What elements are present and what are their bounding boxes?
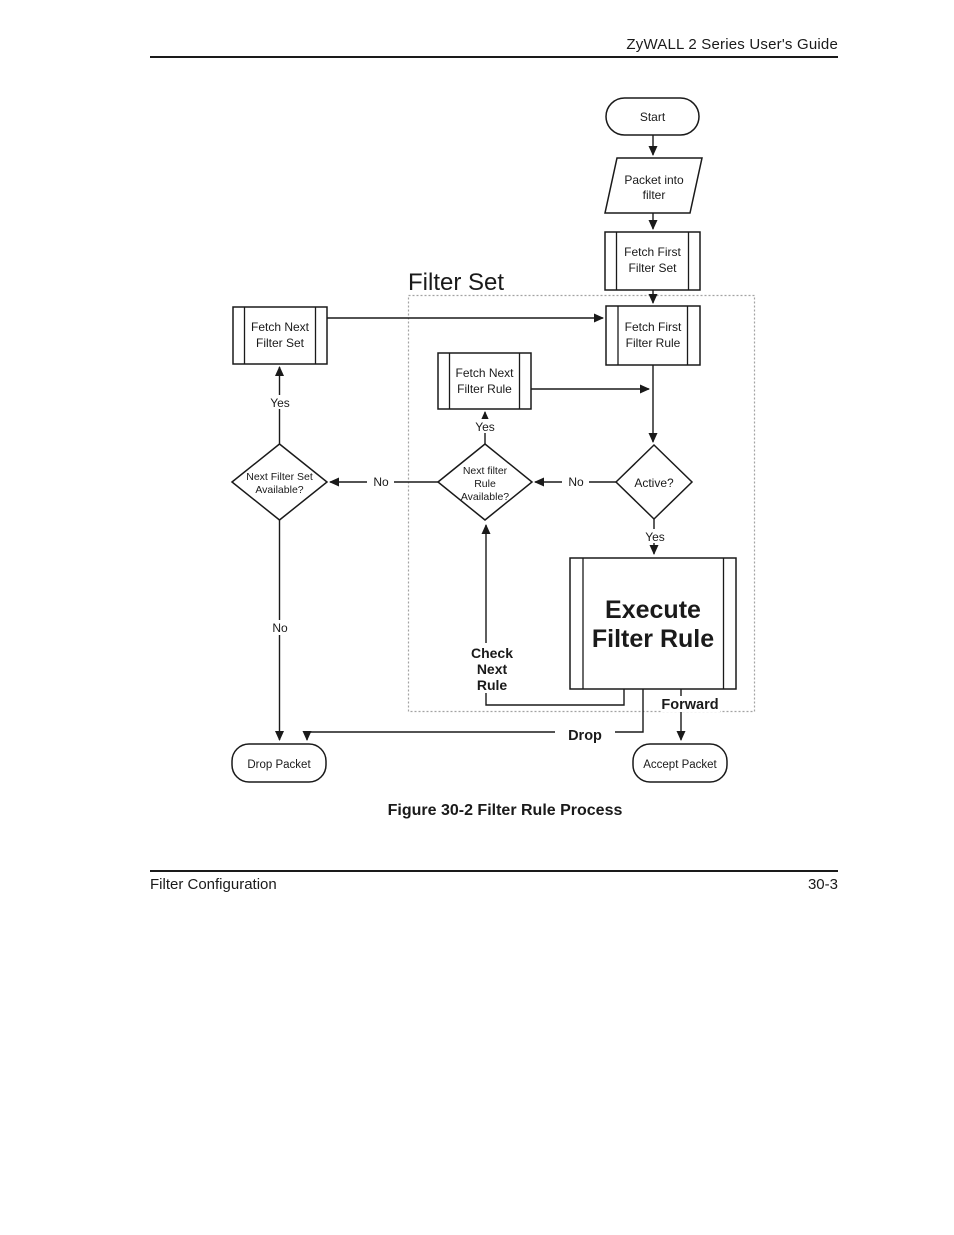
svg-text:Rule: Rule — [477, 677, 508, 693]
node-accept-packet: Accept Packet — [632, 743, 728, 783]
edge-label-no-set: No — [266, 620, 293, 635]
svg-text:No: No — [568, 475, 584, 489]
edge-drop — [302, 689, 644, 741]
node-active-label: Active? — [634, 476, 674, 490]
edge-label-forward: Forward — [661, 696, 720, 713]
svg-text:Check: Check — [471, 645, 513, 661]
node-next-filter-rule-available-line2: Rule — [474, 478, 496, 490]
node-packet-into-filter-line2: filter — [643, 188, 666, 202]
header-rule — [150, 56, 838, 58]
svg-text:Next: Next — [477, 661, 508, 677]
filter-set-region-label: Filter Set — [408, 269, 504, 296]
edge-label-no-rule: No — [367, 474, 394, 489]
node-start-label: Start — [640, 110, 666, 124]
node-next-filter-rule-available: Next filter Rule Available? — [436, 443, 534, 521]
node-drop-packet: Drop Packet — [231, 743, 327, 783]
node-accept-packet-label: Accept Packet — [643, 759, 717, 771]
edge-label-drop: Drop — [555, 726, 615, 744]
node-fetch-first-filter-rule: Fetch First Filter Rule — [605, 305, 701, 366]
node-active: Active? — [614, 443, 694, 521]
figure-caption: Figure 30-2 Filter Rule Process — [387, 802, 623, 819]
footer-section-title: Filter Configuration — [150, 876, 277, 893]
node-packet-into-filter-line1: Packet into — [624, 173, 684, 187]
node-fetch-next-filter-set-line2: Filter Set — [256, 336, 305, 350]
filter-set-region-border — [407, 294, 756, 713]
svg-text:Yes: Yes — [475, 420, 495, 434]
edge-check-next-rule-loop — [481, 524, 625, 706]
svg-text:Yes: Yes — [270, 396, 290, 410]
node-fetch-first-filter-set-line2: Filter Set — [628, 261, 677, 275]
svg-text:Yes: Yes — [645, 530, 665, 544]
svg-text:No: No — [373, 475, 389, 489]
node-fetch-next-filter-set: Fetch Next Filter Set — [232, 306, 328, 365]
node-fetch-first-filter-set-line1: Fetch First — [624, 245, 681, 259]
footer-page-number: 30-3 — [807, 876, 838, 893]
node-next-filter-set-available-line1: Next Filter Set — [246, 471, 313, 483]
node-next-filter-set-available-line2: Available? — [255, 484, 303, 496]
filter-rule-process-flowchart: Filter Set Start Packet into filter Fetc… — [230, 97, 756, 783]
edge-label-yes-set: Yes — [265, 395, 294, 410]
node-next-filter-set-available: Next Filter Set Available? — [230, 443, 329, 521]
header-title: ZyWALL 2 Series User's Guide — [626, 36, 838, 53]
node-execute-filter-rule-line1: Execute — [605, 596, 701, 624]
node-execute-filter-rule-line2: Filter Rule — [592, 625, 714, 653]
node-fetch-next-filter-rule: Fetch Next Filter Rule — [437, 352, 532, 410]
svg-text:Drop: Drop — [568, 728, 602, 744]
svg-text:No: No — [272, 621, 288, 635]
footer-rule — [150, 870, 838, 872]
node-execute-filter-rule: Execute Filter Rule — [569, 557, 737, 690]
svg-text:Forward: Forward — [661, 697, 718, 713]
edge-label-yes-active: Yes — [640, 529, 669, 544]
node-fetch-first-filter-rule-line1: Fetch First — [625, 320, 682, 334]
edge-label-check-next-rule: Check Next Rule — [463, 643, 513, 693]
node-fetch-first-filter-rule-line2: Filter Rule — [626, 336, 681, 350]
node-fetch-first-filter-set: Fetch First Filter Set — [604, 231, 701, 291]
node-start: Start — [605, 97, 700, 136]
node-packet-into-filter: Packet into filter — [604, 157, 703, 214]
node-drop-packet-label: Drop Packet — [247, 759, 311, 771]
node-fetch-next-filter-rule-line1: Fetch Next — [455, 366, 514, 380]
node-fetch-next-filter-rule-line2: Filter Rule — [457, 382, 512, 396]
edge-label-no-active: No — [562, 474, 589, 489]
edge-label-yes-rule: Yes — [470, 419, 499, 434]
node-next-filter-rule-available-line3: Available? — [461, 491, 509, 503]
node-next-filter-rule-available-line1: Next filter — [463, 465, 508, 477]
node-fetch-next-filter-set-line1: Fetch Next — [251, 320, 310, 334]
